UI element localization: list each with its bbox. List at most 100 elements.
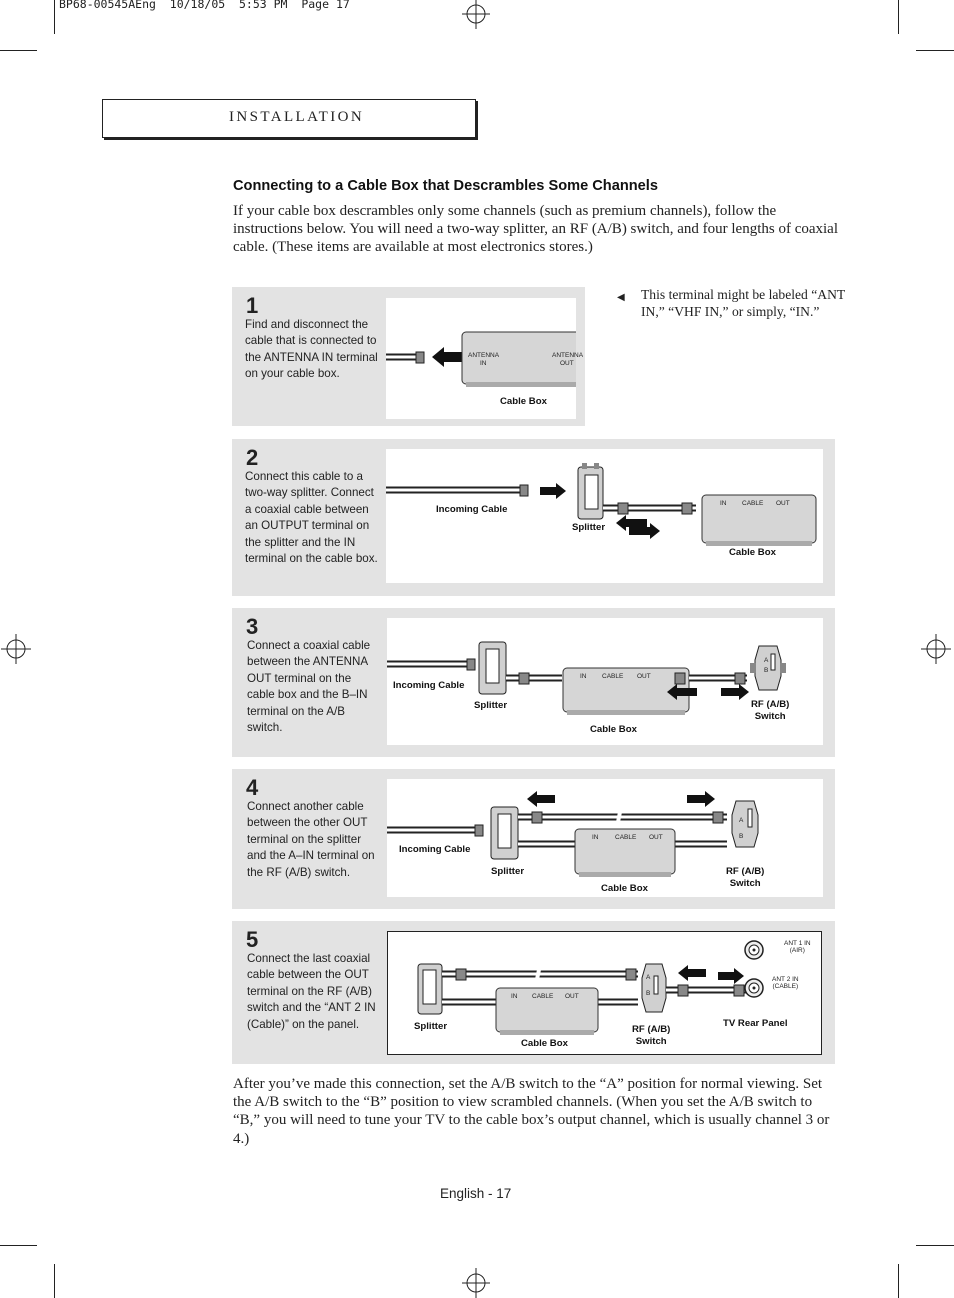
box-out-label: OUT — [637, 673, 651, 680]
print-header: BP68-00545AEng 10/18/05 5:53 PM Page 17 — [59, 0, 350, 11]
cable-box-label: Cable Box — [601, 883, 648, 894]
box-cable-label: CABLE — [602, 673, 624, 680]
ant1-label: ANT 1 IN (AIR) — [784, 940, 811, 954]
splitter-label: Splitter — [572, 522, 606, 533]
cable-diagram — [386, 331, 576, 387]
step-number: 1 — [246, 293, 259, 318]
step-3-diagram: A B IN CABLE OUT Incoming Cable Splitter… — [387, 618, 823, 745]
box-out-label: OUT — [565, 993, 579, 1000]
label-line: RF (A/B) — [726, 866, 765, 877]
rf-switch-label: RF (A/B) Switch — [751, 699, 789, 723]
ant2-label: ANT 2 IN (CABLE) — [772, 976, 799, 990]
box-in-label: IN — [511, 993, 518, 1000]
label-line: (AIR) — [789, 947, 805, 954]
splitter-label: Splitter — [474, 700, 508, 711]
step-5-panel: 5 Connect the last coaxial cable between… — [232, 921, 835, 1064]
section-title-box: INSTALLATION — [102, 99, 476, 138]
antenna-out-label: OUT — [560, 360, 574, 367]
label-line: Switch — [754, 711, 786, 722]
box-in-label: IN — [580, 673, 587, 680]
step-number: 2 — [246, 445, 259, 470]
box-in-label: IN — [592, 834, 599, 841]
label-line: ANTENNA — [552, 352, 584, 359]
label-line: RF (A/B) — [751, 699, 790, 710]
step-text: Connect the last coaxial cable between t… — [247, 952, 376, 1031]
crop-mark — [898, 1264, 899, 1298]
crop-mark — [916, 1245, 954, 1246]
box-in-label: IN — [720, 500, 727, 507]
switch-b-label: B — [646, 990, 651, 997]
step-1-panel: 1 Find and disconnect the cable that is … — [232, 287, 585, 426]
switch-a-label: A — [739, 817, 744, 824]
step-text: Find and disconnect the cable that is co… — [245, 318, 378, 381]
step-4-panel: 4 Connect another cable between the othe… — [232, 769, 835, 909]
registration-mark-icon — [462, 1268, 490, 1298]
step-2-diagram: IN CABLE OUT Incoming Cable Splitter Cab… — [386, 449, 823, 583]
section-title: INSTALLATION — [229, 109, 365, 125]
registration-mark-icon — [1, 634, 31, 664]
cable-diagram — [387, 791, 759, 877]
label-line: ANT 1 IN — [784, 940, 811, 947]
antenna-in-label: IN — [480, 360, 487, 367]
box-out-label: OUT — [649, 834, 663, 841]
step-number: 3 — [246, 614, 259, 639]
label-line: OUT — [560, 360, 574, 367]
splitter-label: Splitter — [414, 1021, 448, 1032]
crop-mark — [0, 1245, 37, 1246]
step-3-panel: 3 Connect a coaxial cable between the AN… — [232, 608, 835, 757]
crop-mark — [898, 0, 899, 34]
crop-mark — [0, 50, 37, 51]
cable-diagram — [417, 940, 764, 1035]
cable-diagram — [387, 641, 786, 715]
box-cable-label: CABLE — [615, 834, 637, 841]
label-line: Switch — [635, 1036, 667, 1047]
label-line: (CABLE) — [772, 983, 799, 990]
box-out-label: OUT — [776, 500, 790, 507]
step-text: Connect a coaxial cable between the ANTE… — [247, 639, 371, 735]
crop-mark — [54, 0, 55, 34]
box-cable-label: CABLE — [532, 993, 554, 1000]
label-line: RF (A/B) — [632, 1024, 671, 1035]
incoming-cable-label: Incoming Cable — [436, 504, 508, 515]
crop-mark — [916, 50, 954, 51]
note-text: This terminal might be labeled “ANT IN,”… — [641, 287, 845, 319]
pointer-triangle-icon: ◀ — [617, 292, 625, 303]
cable-diagram — [386, 463, 817, 546]
label-line: ANTENNA — [468, 352, 500, 359]
switch-a-label: A — [646, 974, 651, 981]
cable-box-label: Cable Box — [521, 1038, 568, 1049]
rf-switch-label: RF (A/B) Switch — [726, 866, 764, 890]
crop-mark — [54, 1264, 55, 1298]
switch-b-label: B — [739, 833, 744, 840]
step-number: 5 — [246, 927, 259, 952]
switch-a-label: A — [764, 657, 769, 664]
rf-switch-label: RF (A/B) Switch — [632, 1024, 670, 1048]
page-footer: English - 17 — [440, 1186, 512, 1201]
step-1-diagram: ANTENNA IN ANTENNA OUT Cable Box — [386, 298, 583, 419]
registration-mark-icon — [921, 634, 951, 664]
switch-b-label: B — [764, 667, 769, 674]
step-text: Connect another cable between the other … — [247, 800, 375, 879]
incoming-cable-label: Incoming Cable — [399, 844, 471, 855]
step-5-diagram: A B IN CABLE OUT ANT 1 IN (AIR) ANT 2 IN… — [387, 931, 822, 1055]
page-heading: Connecting to a Cable Box that Descrambl… — [233, 178, 658, 194]
splitter-label: Splitter — [491, 866, 525, 877]
antenna-out-label: ANTENNA — [552, 352, 583, 359]
antenna-in-label: ANTENNA — [468, 352, 499, 359]
cable-box-label: Cable Box — [500, 396, 547, 407]
step-number: 4 — [246, 775, 259, 800]
intro-paragraph: If your cable box descrambles only some … — [233, 203, 839, 256]
registration-mark-icon — [462, 0, 490, 29]
box-cable-label: CABLE — [742, 500, 764, 507]
incoming-cable-label: Incoming Cable — [393, 680, 465, 691]
label-line: ANT 2 IN — [772, 976, 799, 983]
step-text: Connect this cable to a two-way splitter… — [245, 470, 378, 566]
tv-rear-panel-label: TV Rear Panel — [723, 1018, 788, 1029]
outro-paragraph: After you’ve made this connection, set t… — [233, 1076, 830, 1147]
step-2-panel: 2 Connect this cable to a two-way splitt… — [232, 439, 835, 596]
label-line: Switch — [729, 878, 761, 889]
cable-box-label: Cable Box — [729, 547, 776, 558]
label-line: IN — [480, 360, 487, 367]
cable-box-label: Cable Box — [590, 724, 637, 735]
step-4-diagram: A B IN CABLE OUT Incoming Cable Splitter… — [387, 779, 823, 897]
